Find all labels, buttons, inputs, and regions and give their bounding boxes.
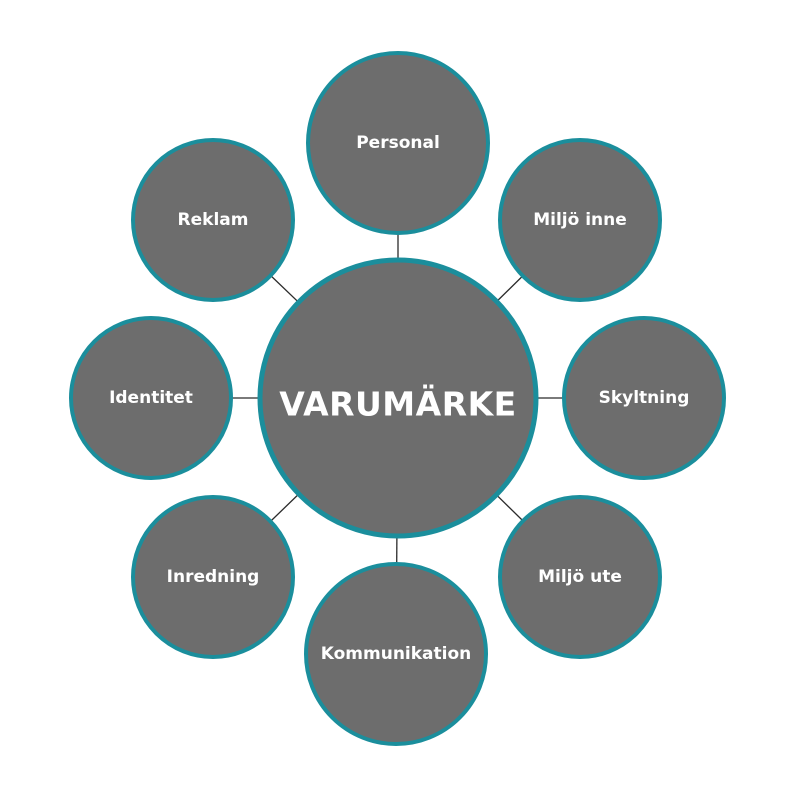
node-label-identitet: Identitet bbox=[109, 388, 193, 408]
connector-reklam bbox=[270, 275, 300, 303]
node-circle-reklam bbox=[131, 138, 295, 302]
node-label-reklam: Reklam bbox=[178, 210, 249, 230]
node-identitet: Identitet bbox=[69, 316, 233, 480]
node-kommunikation: Kommunikation bbox=[304, 562, 488, 746]
node-circle-miljo-inne bbox=[498, 138, 662, 302]
node-skyltning: Skyltning bbox=[562, 316, 726, 480]
center-node: VARUMÄRKE bbox=[257, 257, 539, 539]
node-miljo-inne: Miljö inne bbox=[498, 138, 662, 302]
node-circle-identitet bbox=[69, 316, 233, 480]
node-label-kommunikation: Kommunikation bbox=[321, 644, 472, 664]
node-label-miljo-inne: Miljö inne bbox=[533, 210, 627, 230]
node-circle-inredning bbox=[131, 495, 295, 659]
node-circle-skyltning bbox=[562, 316, 726, 480]
node-circle-personal bbox=[306, 51, 490, 235]
center-circle bbox=[257, 257, 539, 539]
node-miljo-ute: Miljö ute bbox=[498, 495, 662, 659]
connector-miljo-ute bbox=[495, 494, 524, 522]
node-circle-kommunikation bbox=[304, 562, 488, 746]
center-label: VARUMÄRKE bbox=[279, 384, 516, 424]
connector-miljo-inne bbox=[496, 275, 524, 302]
node-label-personal: Personal bbox=[356, 133, 440, 153]
node-inredning: Inredning bbox=[131, 495, 295, 659]
node-personal: Personal bbox=[306, 51, 490, 235]
node-reklam: Reklam bbox=[131, 138, 295, 302]
connector-lines bbox=[231, 233, 564, 565]
node-label-inredning: Inredning bbox=[167, 567, 260, 587]
connector-inredning bbox=[270, 493, 300, 522]
node-label-skyltning: Skyltning bbox=[599, 388, 690, 408]
node-label-miljo-ute: Miljö ute bbox=[538, 567, 622, 587]
node-circle-miljo-ute bbox=[498, 495, 662, 659]
